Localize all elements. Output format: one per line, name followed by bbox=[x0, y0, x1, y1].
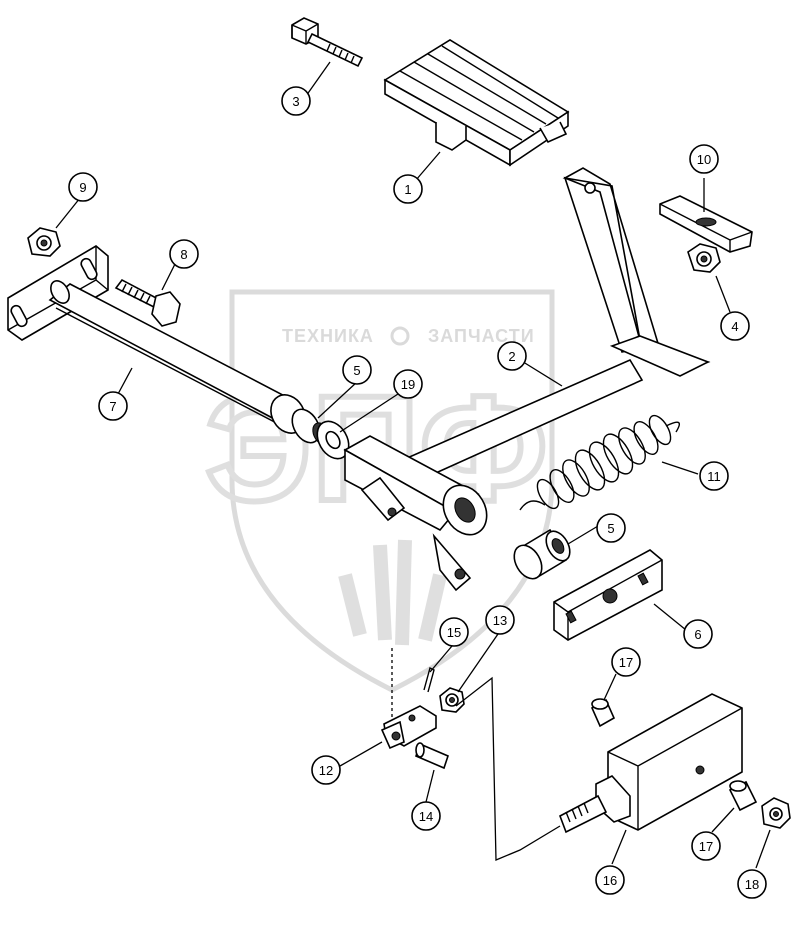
part-9-nut bbox=[27, 227, 61, 257]
callout-5-lower: 5 bbox=[596, 513, 626, 543]
callout-4: 4 bbox=[720, 311, 750, 341]
part-6-plate bbox=[553, 549, 663, 641]
part-13-nut bbox=[439, 687, 465, 713]
gear-icon bbox=[390, 326, 410, 346]
svg-text:9: 9 bbox=[79, 180, 86, 195]
part-18-nut bbox=[761, 797, 791, 829]
svg-text:11: 11 bbox=[707, 469, 721, 484]
part-11-spring bbox=[519, 414, 680, 511]
part-8-bolt bbox=[114, 278, 181, 327]
svg-text:18: 18 bbox=[745, 877, 759, 892]
leader-lines bbox=[55, 61, 771, 869]
part-7-shaft bbox=[7, 245, 306, 434]
callout-2: 2 bbox=[497, 341, 527, 371]
watermark-text-right: ЗАПЧАСТИ bbox=[428, 326, 535, 346]
svg-text:5: 5 bbox=[353, 363, 360, 378]
part-12-clevis bbox=[380, 705, 437, 750]
svg-text:5: 5 bbox=[607, 521, 614, 536]
callout-8: 8 bbox=[169, 239, 199, 269]
part-3-bolt bbox=[291, 17, 364, 68]
part-17-bushing-lower bbox=[728, 780, 758, 812]
callout-14: 14 bbox=[411, 801, 441, 831]
part-1-pedal-pad bbox=[383, 39, 570, 167]
callout-3: 3 bbox=[281, 86, 311, 116]
wheat-icon bbox=[338, 539, 447, 646]
callout-7: 7 bbox=[98, 391, 128, 421]
callout-13: 13 bbox=[485, 605, 515, 635]
part-2-pedal-arm bbox=[343, 167, 711, 592]
callout-6: 6 bbox=[683, 619, 713, 649]
svg-text:14: 14 bbox=[419, 809, 433, 824]
part-16-switch bbox=[455, 676, 743, 861]
svg-text:2: 2 bbox=[508, 349, 515, 364]
svg-text:17: 17 bbox=[699, 839, 713, 854]
svg-text:17: 17 bbox=[619, 655, 633, 670]
svg-text:16: 16 bbox=[603, 873, 617, 888]
part-5-bushing-lower bbox=[513, 528, 571, 580]
callout-17-lower: 17 bbox=[691, 831, 721, 861]
watermark-text-left: ТЕХНИКА bbox=[282, 326, 374, 346]
part-14-pin bbox=[415, 742, 449, 770]
callout-10: 10 bbox=[689, 144, 719, 174]
svg-text:3: 3 bbox=[292, 94, 299, 109]
svg-text:15: 15 bbox=[447, 625, 461, 640]
callout-19: 19 bbox=[393, 369, 423, 399]
svg-text:19: 19 bbox=[401, 377, 415, 392]
svg-text:10: 10 bbox=[697, 152, 711, 167]
svg-text:1: 1 bbox=[404, 182, 411, 197]
svg-text:6: 6 bbox=[694, 627, 701, 642]
callout-16: 16 bbox=[595, 865, 625, 895]
svg-text:4: 4 bbox=[731, 319, 738, 334]
part-17-bushing-upper bbox=[590, 698, 616, 728]
callout-17-upper: 17 bbox=[611, 647, 641, 677]
svg-text:13: 13 bbox=[493, 613, 507, 628]
callout-9: 9 bbox=[68, 172, 98, 202]
svg-text:7: 7 bbox=[109, 399, 116, 414]
callout-5-upper: 5 bbox=[342, 355, 372, 385]
part-10-plate bbox=[659, 195, 753, 253]
part-4-nut bbox=[687, 243, 721, 273]
callout-11: 11 bbox=[699, 461, 729, 491]
callout-12: 12 bbox=[311, 755, 341, 785]
svg-text:8: 8 bbox=[180, 247, 187, 262]
callout-18: 18 bbox=[737, 869, 767, 899]
svg-text:12: 12 bbox=[319, 763, 333, 778]
callout-15: 15 bbox=[439, 617, 469, 647]
callouts: 1 2 3 4 5 5 6 7 8 9 10 11 12 13 14 15 16… bbox=[68, 86, 767, 899]
part-19-washer bbox=[316, 420, 350, 460]
callout-1: 1 bbox=[393, 174, 423, 204]
